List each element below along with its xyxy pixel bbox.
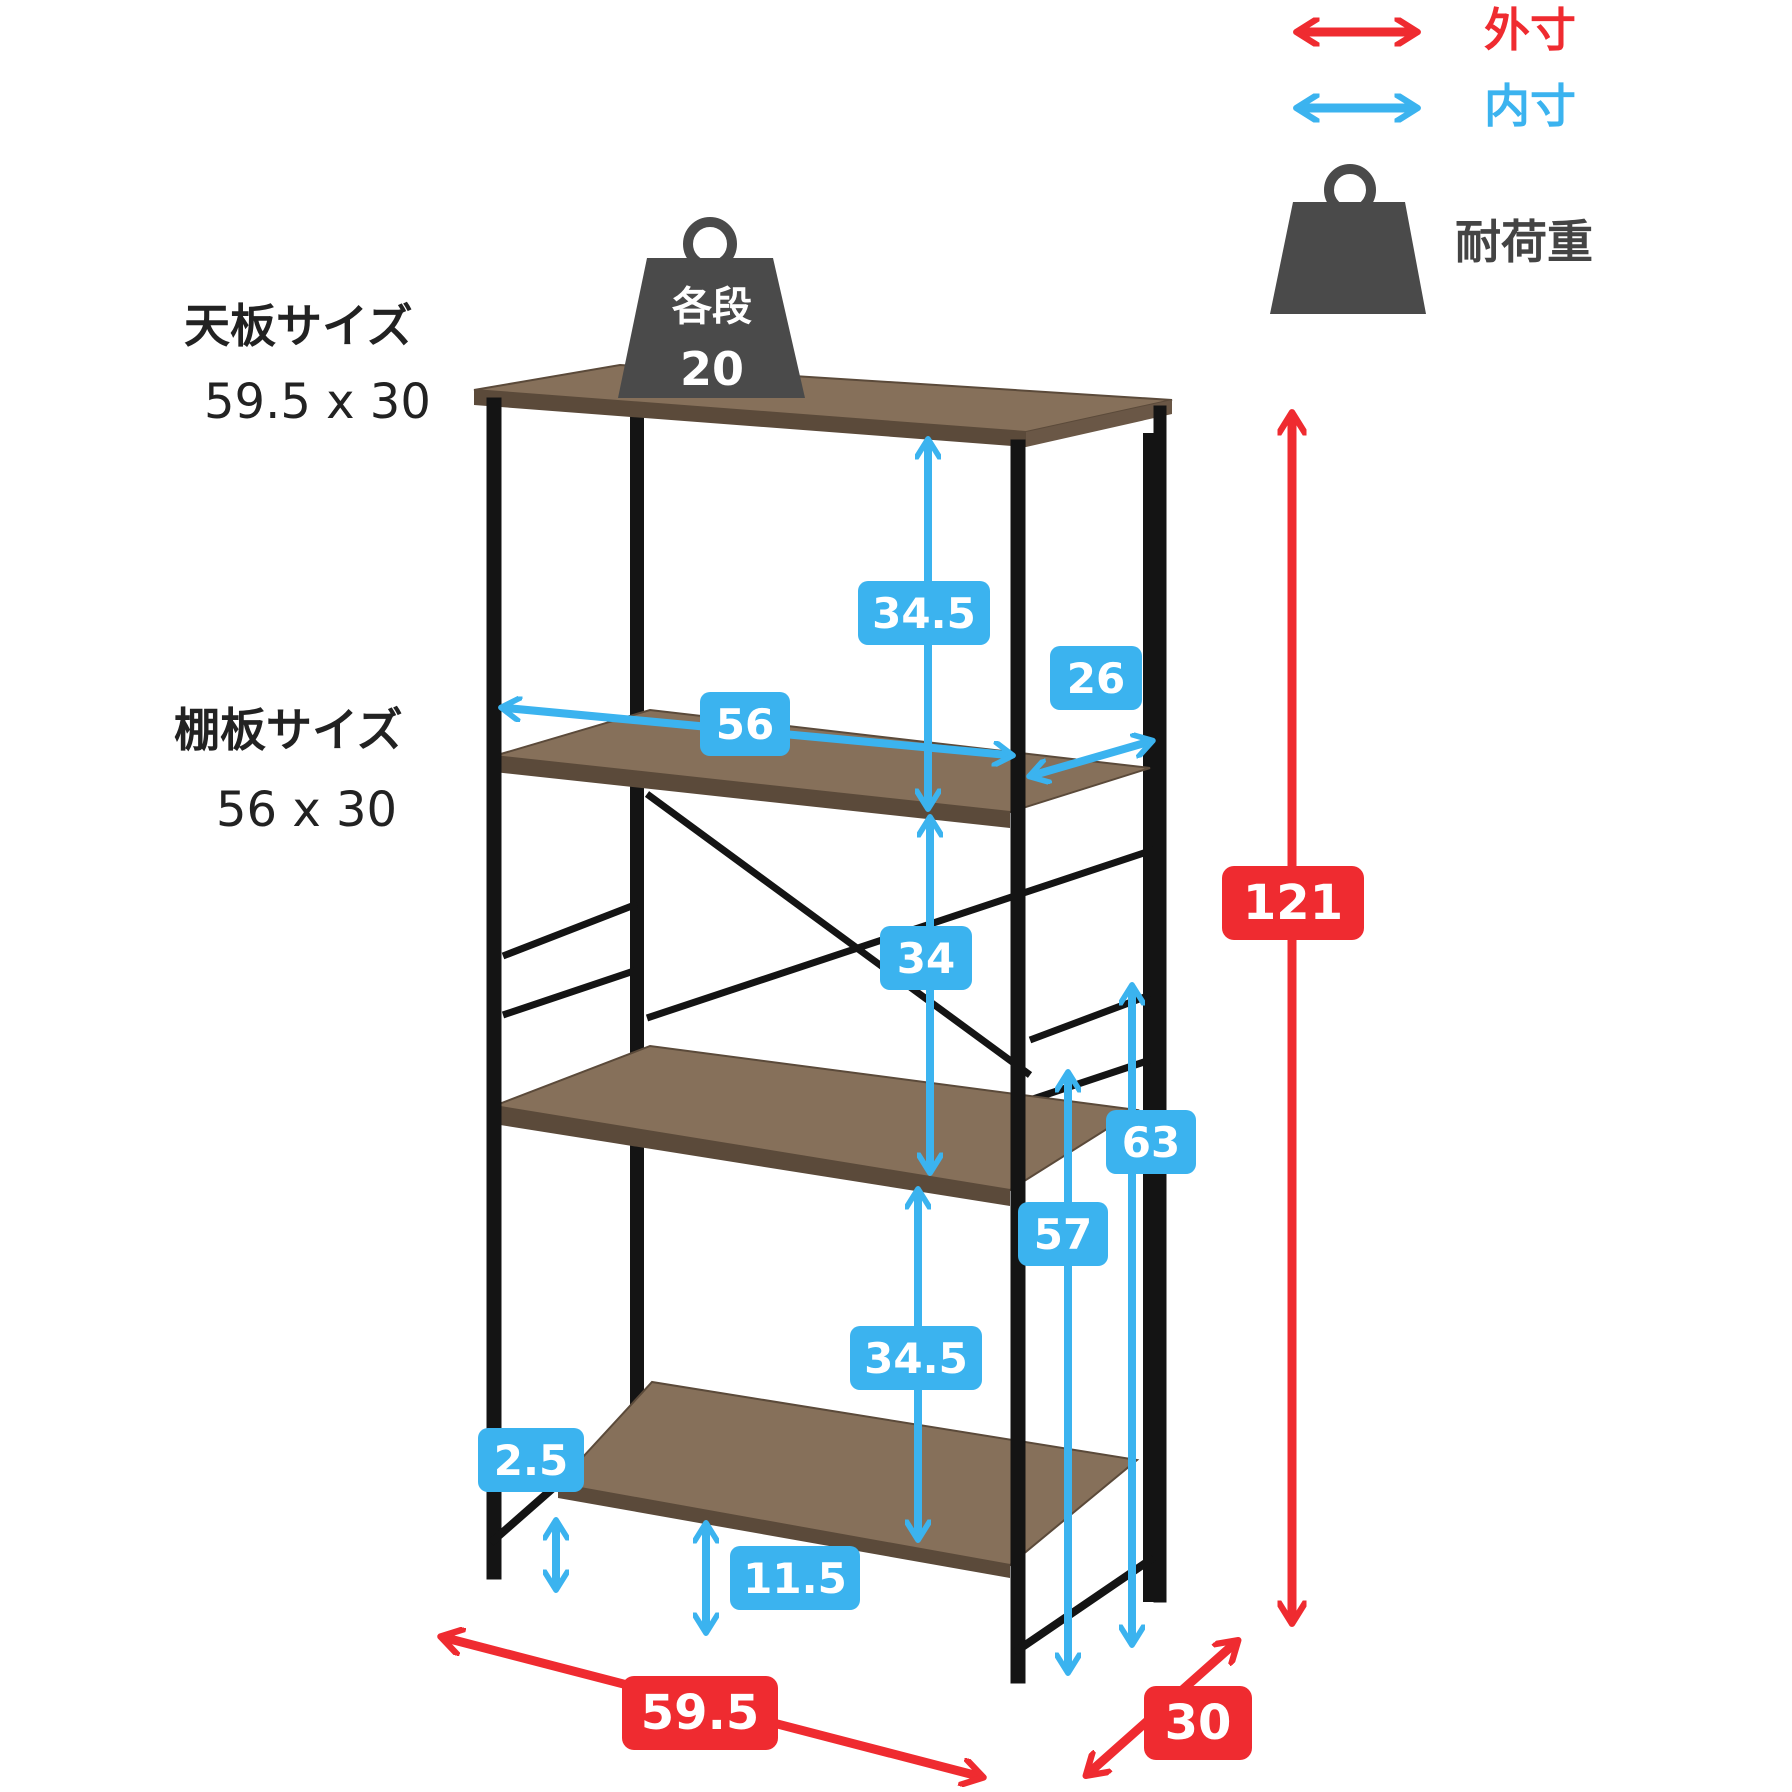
legend: 外寸 内寸 耐荷重 [1270,3,1593,314]
top-board [473,363,1173,447]
back-frame [630,403,1157,1602]
legend-outer-label: 外寸 [1484,3,1576,57]
label-total-width: 59.5 [641,1685,759,1741]
legend-inner-label: 内寸 [1484,79,1576,133]
shelf-board-title: 棚板サイズ [174,703,403,757]
shelf-depth-arrow [1034,742,1148,775]
third-shelf-board [490,1044,1140,1206]
weight-badge: 各段 20 [618,217,805,398]
top-board-size: 59.5 x 30 [204,374,431,430]
weight-badge-line2: 20 [680,342,744,396]
label-inner-height-57: 57 [1034,1210,1092,1259]
top-board-title: 天板サイズ [184,299,413,353]
label-shelf-depth: 26 [1067,654,1125,703]
cross-brace [501,791,1167,1104]
legend-load-label: 耐荷重 [1455,215,1593,269]
label-floor-clearance: 11.5 [743,1554,847,1603]
weight-badge-line1: 各段 [672,284,752,330]
weight-icon [1270,164,1426,314]
shelf-board-size: 56 x 30 [216,782,397,838]
label-total-depth: 30 [1165,1695,1232,1751]
dimension-labels: 34.5 26 56 34 63 57 34.5 2.5 11.5 121 59… [478,581,1364,1760]
label-board-thickness: 2.5 [494,1436,568,1485]
label-gap-middle: 34 [897,934,955,983]
label-inner-height-63: 63 [1122,1118,1180,1167]
label-gap-lower: 34.5 [864,1334,968,1383]
board-size-notes: 天板サイズ 59.5 x 30 棚板サイズ 56 x 30 [174,299,431,838]
label-shelf-width: 56 [716,700,774,749]
label-gap-top: 34.5 [872,589,976,638]
label-total-height: 121 [1243,875,1343,931]
front-frame [486,397,1167,1684]
